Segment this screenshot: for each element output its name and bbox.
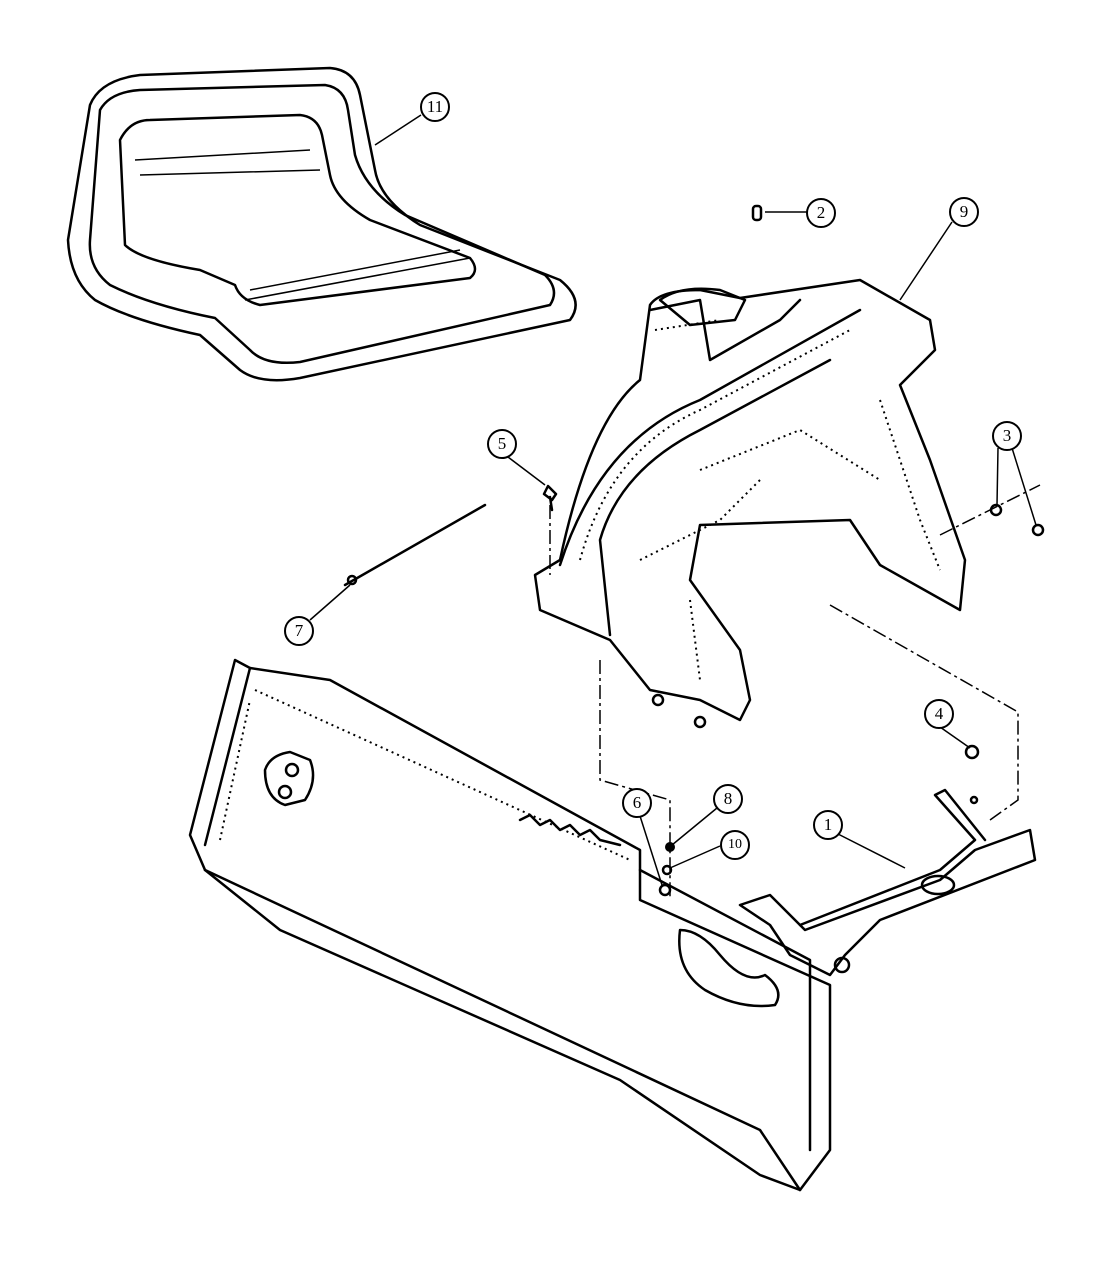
callout-1: 1 [813, 810, 843, 840]
seat-bracket-drawing [738, 788, 1037, 977]
callout-10: 10 [720, 830, 750, 860]
callout-5: 5 [487, 429, 517, 459]
callout-3: 3 [992, 421, 1022, 451]
seat-drawing [66, 66, 577, 382]
callout-6: 6 [622, 788, 652, 818]
callout-2: 2 [806, 198, 836, 228]
callout-8: 8 [713, 784, 743, 814]
frame-panel-drawing [188, 658, 832, 1192]
callout-11: 11 [420, 92, 450, 122]
hardware-drawing [343, 204, 1045, 897]
fender-drawing [533, 278, 967, 722]
assembly-centerlines [549, 484, 1041, 900]
callout-7: 7 [284, 616, 314, 646]
callout-9: 9 [949, 197, 979, 227]
leader-lines [309, 114, 1037, 886]
callout-4: 4 [924, 699, 954, 729]
